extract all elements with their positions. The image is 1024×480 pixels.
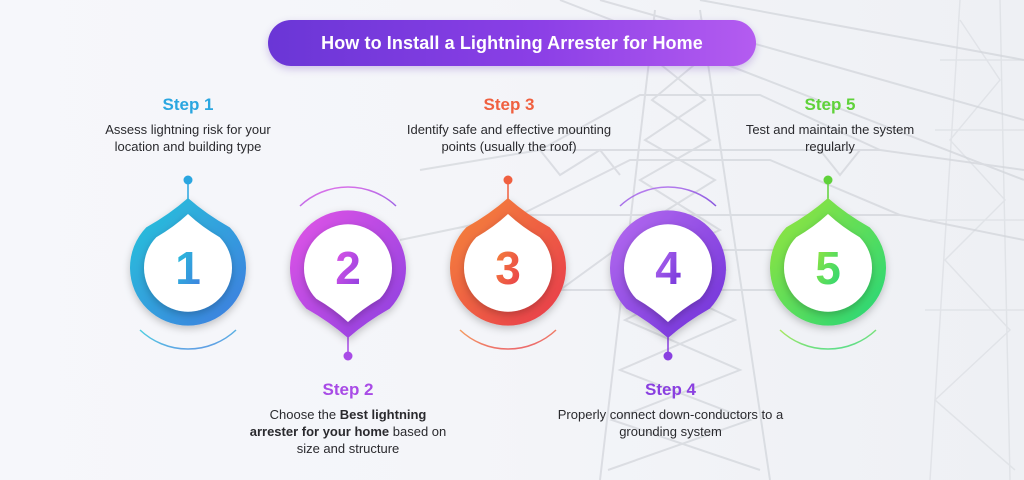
step-4-badge: 4 <box>610 186 726 361</box>
step-5-connector-dot <box>823 175 833 185</box>
step-3-outer-arc <box>459 329 557 350</box>
step-5-inner-circle <box>784 214 872 312</box>
step-3-text: Step 3 Identify safe and effective mount… <box>394 95 624 155</box>
step-1-connector-dot <box>183 175 193 185</box>
step-2-outer-arc <box>299 186 397 207</box>
step-5-label: Step 5 <box>804 95 856 114</box>
step-4-text: Step 4 Properly connect down-conductors … <box>548 380 793 440</box>
step-2-text: Step 2 Choose the Best lightning arreste… <box>248 380 448 457</box>
step-3-label: Step 3 <box>483 95 535 114</box>
step-2-badge: 2 <box>290 186 406 361</box>
step-1-text: Step 1 Assess lightning risk for your lo… <box>88 95 288 155</box>
step-3-description: Identify safe and effective mounting poi… <box>406 122 612 154</box>
step-1-number: 1 <box>175 242 201 294</box>
step-3-badge: 3 <box>450 175 566 350</box>
step-2-description: Choose the Best lightning arrester for y… <box>248 406 448 457</box>
step-2-number: 2 <box>335 242 361 294</box>
step-5-badge: 5 <box>770 175 886 350</box>
step-1-badge: 1 <box>130 175 246 350</box>
page-title: How to Install a Lightning Arrester for … <box>321 32 703 53</box>
step-4-number: 4 <box>655 242 681 294</box>
step-2-connector-dot <box>343 351 353 361</box>
step-4-description: Properly connect down-conductors to a gr… <box>557 407 784 439</box>
step-5-text: Step 5 Test and maintain the system regu… <box>720 95 940 155</box>
step-2-desc-after: based on size and structure <box>296 424 447 456</box>
step-5-description: Test and maintain the system regularly <box>745 122 915 154</box>
step-2-desc-before: Choose the <box>269 407 340 422</box>
step-1-inner-circle <box>144 214 232 312</box>
step-1-description: Assess lightning risk for your location … <box>105 122 271 154</box>
step-4-connector-dot <box>663 351 673 361</box>
step-3-inner-circle <box>464 214 552 312</box>
step-1-outer-arc <box>139 329 237 350</box>
step-3-connector-dot <box>503 175 513 185</box>
step-4-inner-circle <box>624 224 713 322</box>
step-1-label: Step 1 <box>162 95 214 114</box>
step-2-label: Step 2 <box>322 380 374 399</box>
step-5-outer-arc <box>779 329 877 350</box>
step-4-outer-arc <box>619 186 717 207</box>
title-banner: How to Install a Lightning Arrester for … <box>268 20 756 66</box>
step-5-number: 5 <box>815 242 841 294</box>
step-4-label: Step 4 <box>644 380 697 399</box>
step-3-number: 3 <box>495 242 521 294</box>
step-2-desc-bold: Best lightning arrester for your home <box>249 407 427 439</box>
step-2-inner-circle <box>303 224 392 322</box>
